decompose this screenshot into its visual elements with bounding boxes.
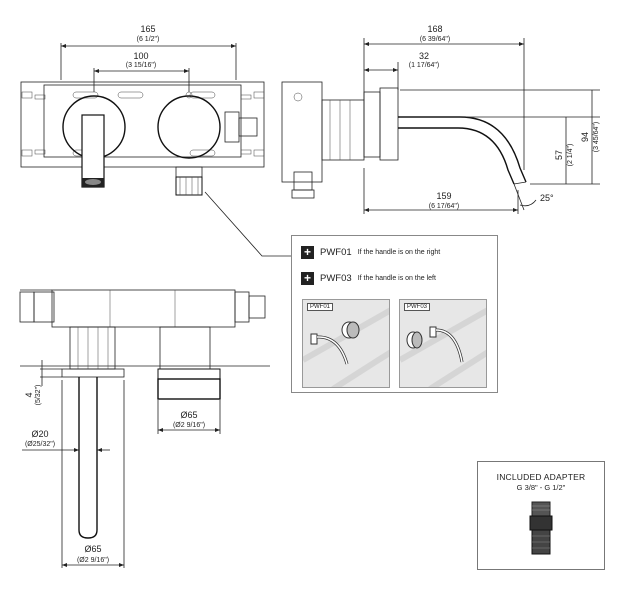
adapter-icon — [529, 501, 553, 555]
side-view: 168 (6 39/64") 32 (1 17/64") 57 (2 1/4")… — [281, 24, 600, 214]
plus-icon: + — [301, 272, 314, 285]
dim-centers-in: (3 15/16") — [126, 62, 157, 69]
plus-icon: + — [301, 246, 314, 259]
option-desc: If the handle is on the right — [357, 249, 441, 256]
option-row-pwf03: + PWF03 If the handle is on the left — [301, 272, 436, 285]
dim-h2-in: (3 45/64") — [593, 122, 600, 153]
dim-length-in: (6 39/64") — [420, 36, 451, 43]
dim-width-mm: 165 — [140, 24, 155, 34]
dim-spout-dia-mm: Ø20 — [31, 429, 48, 439]
dim-spout-dia-in: (Ø25/32") — [25, 441, 55, 448]
dim-h1-in: (2 1/4") — [567, 144, 574, 167]
dim-angle: 25° — [540, 193, 554, 203]
option-code: PWF03 — [320, 273, 352, 284]
dim-h2-mm: 94 — [580, 132, 590, 142]
dim-plate-dia-in: (Ø2 9/16") — [77, 557, 109, 564]
dim-spout-in: (6 17/64") — [429, 203, 460, 210]
option-code: PWF01 — [320, 247, 352, 258]
dim-width-in: (6 1/2") — [137, 36, 160, 43]
pwf03-illustration — [400, 307, 486, 387]
dim-handle-dia-in: (Ø2 9/16") — [173, 422, 205, 429]
adapter-title: INCLUDED ADAPTER — [496, 472, 586, 482]
dim-centers-mm: 100 — [133, 51, 148, 61]
pwf01-illustration — [303, 307, 389, 387]
dim-offset-mm: 32 — [419, 51, 429, 61]
plan-view: 4 (5/32") Ø20 (Ø25/32") Ø65 (Ø2 9/16") Ø… — [19, 289, 270, 568]
option-row-pwf01: + PWF01 If the handle is on the right — [301, 246, 440, 259]
top-left-view: 165 (6 1/2") 100 (3 15/16") — [20, 24, 265, 196]
dim-length-mm: 168 — [427, 24, 442, 34]
option-desc: If the handle is on the left — [357, 275, 436, 282]
dim-handle-dia-mm: Ø65 — [180, 410, 197, 420]
dim-spout-mm: 159 — [436, 191, 451, 201]
dim-depth-mm: 4 — [24, 392, 34, 397]
thumb-pwf01: PWF01 — [302, 299, 390, 388]
dim-depth-in: (5/32") — [35, 385, 42, 406]
variant-callout: + PWF01 If the handle is on the right + … — [291, 235, 498, 393]
dim-plate-dia-mm: Ø65 — [84, 544, 101, 554]
thumb-tag: PWF01 — [307, 303, 334, 311]
included-adapter-box: INCLUDED ADAPTER G 3/8" - G 1/2" — [477, 461, 605, 570]
thumb-pwf03: PWF03 — [399, 299, 487, 388]
adapter-spec: G 3/8" - G 1/2" — [516, 483, 566, 492]
callout-leader — [204, 191, 291, 257]
thumb-tag: PWF03 — [404, 303, 431, 311]
dim-offset-in: (1 17/64") — [409, 62, 440, 69]
dim-h1-mm: 57 — [554, 150, 564, 160]
